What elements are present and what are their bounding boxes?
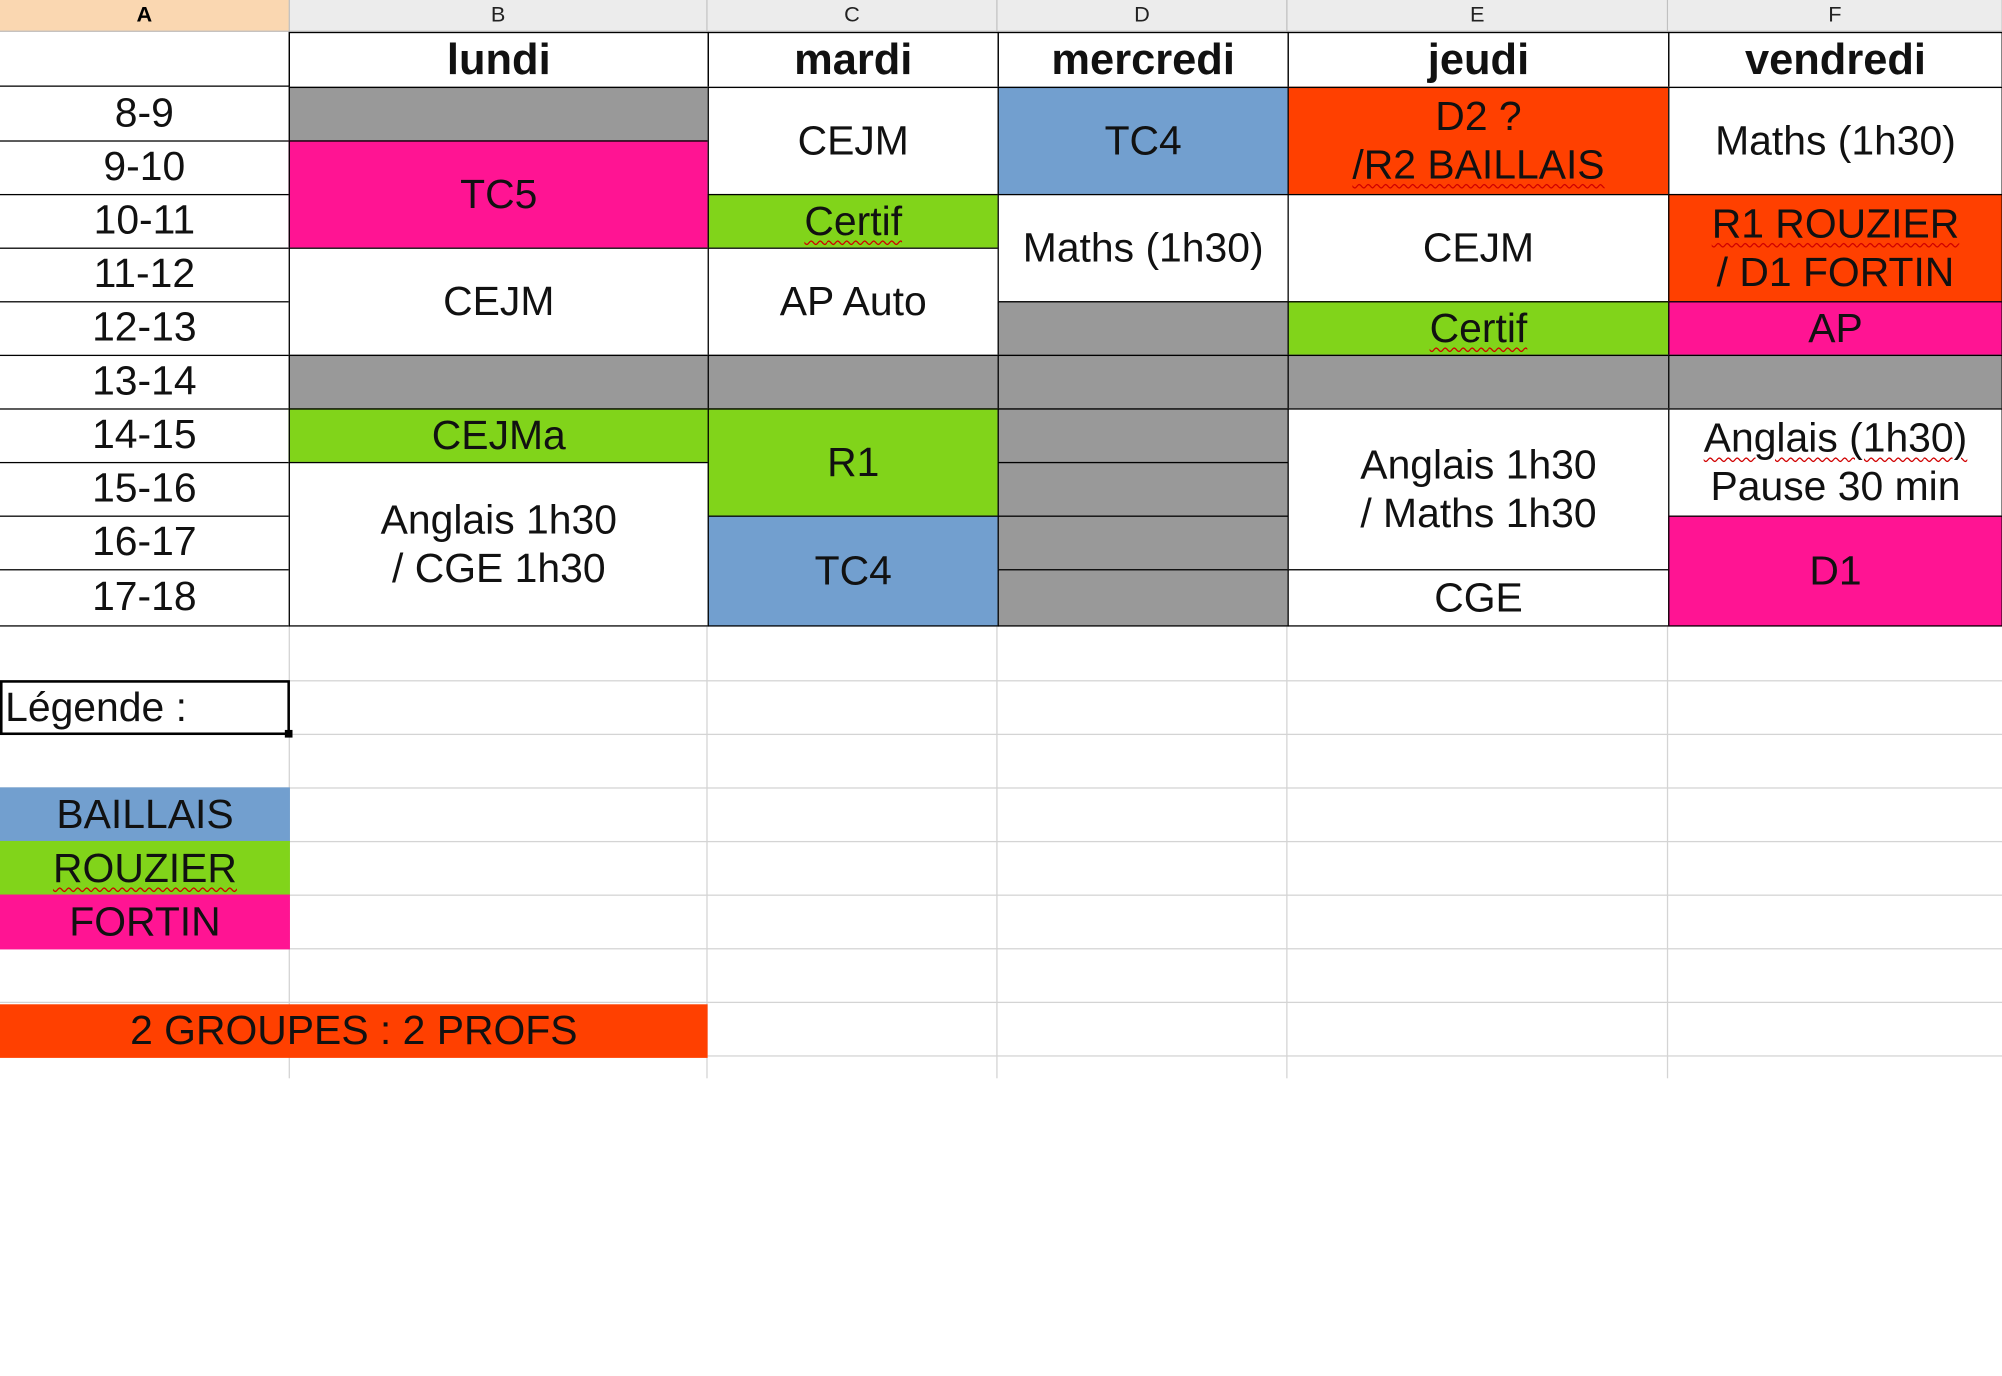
class-cell-jeudi-cejm[interactable]: CEJM <box>1287 193 1670 303</box>
cell-line-1: Anglais 1h30 <box>1360 441 1597 488</box>
class-cell-jeudi-cge[interactable]: CGE <box>1287 569 1670 627</box>
day-header-jeudi[interactable]: jeudi <box>1287 31 1670 89</box>
time-slot[interactable]: 16-17 <box>0 515 290 571</box>
class-cell-vendredi-maths[interactable]: Maths (1h30) <box>1668 86 2002 196</box>
cell-line-2: / Maths 1h30 <box>1360 489 1597 536</box>
column-header-f[interactable]: F <box>1668 0 2002 32</box>
class-cell-vendredi-r1[interactable]: R1 ROUZIER / D1 FORTIN <box>1668 193 2002 303</box>
break-cell[interactable] <box>997 301 1289 357</box>
column-header-c[interactable]: C <box>707 0 998 32</box>
class-cell-mardi-tc4[interactable]: TC4 <box>707 515 999 627</box>
cell-text: Certif <box>804 197 903 244</box>
lunch-break-cell[interactable] <box>707 354 999 410</box>
time-slot[interactable]: 8-9 <box>0 86 290 142</box>
day-header-mardi[interactable]: mardi <box>707 31 999 89</box>
class-cell-lundi-cejm[interactable]: CEJM <box>288 247 709 357</box>
class-cell-lundi-tc5[interactable]: TC5 <box>288 140 709 249</box>
cell-line-1: Anglais (1h30) <box>1703 414 1968 461</box>
legend-fortin[interactable]: FORTIN <box>0 894 290 950</box>
day-header-vendredi[interactable]: vendredi <box>1668 31 2002 89</box>
class-cell-vendredi-d1[interactable]: D1 <box>1668 515 2002 627</box>
class-cell-lundi-anglais[interactable]: Anglais 1h30 / CGE 1h30 <box>288 461 709 627</box>
legend-title-cell[interactable]: Légende : <box>0 680 290 736</box>
class-cell-jeudi-anglais[interactable]: Anglais 1h30 / Maths 1h30 <box>1287 408 1670 571</box>
column-header-a[interactable]: A <box>0 0 290 32</box>
legend-baillais[interactable]: BAILLAIS <box>0 787 290 843</box>
class-cell-mardi-ap-auto[interactable]: AP Auto <box>707 247 999 357</box>
time-slot[interactable]: 14-15 <box>0 408 290 464</box>
time-slot[interactable]: 13-14 <box>0 354 290 410</box>
time-slot[interactable]: 11-12 <box>0 247 290 303</box>
cell-line-2: / D1 FORTIN <box>1716 248 1955 295</box>
day-header-mercredi[interactable]: mercredi <box>997 31 1289 89</box>
cell-text: Certif <box>1429 304 1528 351</box>
time-slot[interactable]: 15-16 <box>0 461 290 517</box>
class-cell-lundi-cejma[interactable]: CEJMa <box>288 408 709 464</box>
column-header-d[interactable]: D <box>997 0 1288 32</box>
lunch-break-cell[interactable] <box>997 354 1289 410</box>
cell-line-2: / CGE 1h30 <box>391 544 606 591</box>
legend-groups[interactable]: 2 GROUPES : 2 PROFS <box>0 1004 708 1058</box>
class-cell-mardi-cejm[interactable]: CEJM <box>707 86 999 196</box>
day-header-lundi[interactable]: lundi <box>288 31 709 89</box>
legend-rouzier[interactable]: ROUZIER <box>0 840 290 896</box>
class-cell-mardi-r1[interactable]: R1 <box>707 408 999 517</box>
class-cell-vendredi-anglais[interactable]: Anglais (1h30) Pause 30 min <box>1668 408 2002 517</box>
break-cell[interactable] <box>997 569 1289 627</box>
lunch-break-cell[interactable] <box>288 354 709 410</box>
class-cell-vendredi-ap[interactable]: AP <box>1668 301 2002 357</box>
cell-line-2: Pause 30 min <box>1710 462 1961 509</box>
break-cell[interactable] <box>288 86 709 142</box>
column-header-b[interactable]: B <box>289 0 708 32</box>
class-cell-mercredi-tc4[interactable]: TC4 <box>997 86 1289 196</box>
corner-cell[interactable] <box>0 31 290 87</box>
class-cell-jeudi-d2[interactable]: D2 ? /R2 BAILLAIS <box>1287 86 1670 196</box>
cell-text: ROUZIER <box>53 844 237 891</box>
break-cell[interactable] <box>997 408 1289 464</box>
cell-line-1: Anglais 1h30 <box>380 496 617 543</box>
cell-line-2: /R2 BAILLAIS <box>1352 141 1605 187</box>
break-cell[interactable] <box>997 515 1289 571</box>
class-cell-mercredi-maths[interactable]: Maths (1h30) <box>997 193 1289 303</box>
lunch-break-cell[interactable] <box>1668 354 2002 410</box>
cell-line-1: R1 ROUZIER <box>1711 200 1960 246</box>
time-slot[interactable]: 17-18 <box>0 569 290 627</box>
break-cell[interactable] <box>997 461 1289 517</box>
column-header-e[interactable]: E <box>1287 0 1669 32</box>
class-cell-mardi-certif[interactable]: Certif <box>707 193 999 249</box>
class-cell-jeudi-certif[interactable]: Certif <box>1287 301 1670 357</box>
cell-line-1: D2 ? <box>1435 92 1522 139</box>
time-slot[interactable]: 12-13 <box>0 301 290 357</box>
cell-selection-handle[interactable] <box>284 729 293 738</box>
time-slot[interactable]: 9-10 <box>0 140 290 196</box>
time-slot[interactable]: 10-11 <box>0 193 290 249</box>
lunch-break-cell[interactable] <box>1287 354 1670 410</box>
